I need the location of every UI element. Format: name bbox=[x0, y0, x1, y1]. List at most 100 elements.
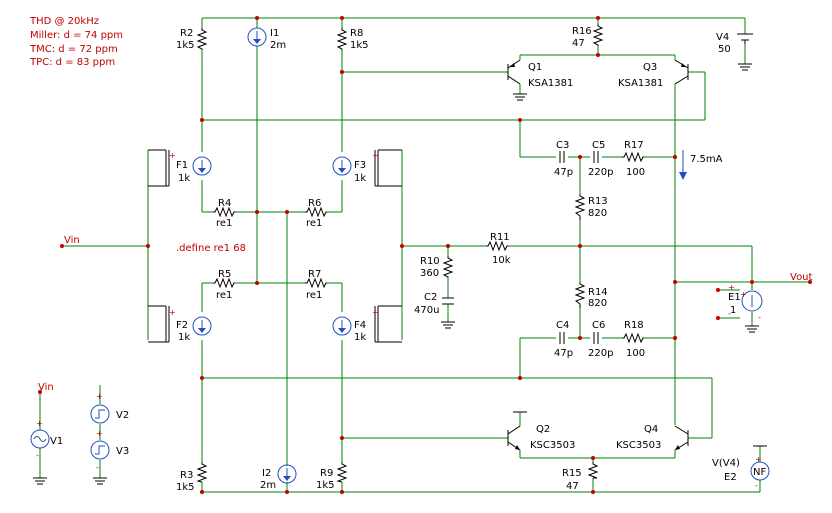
resistor-r8[interactable] bbox=[336, 28, 348, 50]
step-source-v3[interactable] bbox=[90, 440, 110, 485]
svg-text:+: + bbox=[96, 429, 103, 438]
capacitor-c5[interactable] bbox=[593, 151, 599, 163]
resistor-r7[interactable] bbox=[305, 277, 327, 289]
current-arrow bbox=[679, 150, 687, 180]
resistor-r15[interactable] bbox=[587, 462, 599, 479]
transistor-q4[interactable] bbox=[674, 425, 689, 451]
note-line-2: Miller: d = 74 ppm bbox=[30, 30, 123, 41]
svg-text:+: + bbox=[372, 308, 379, 317]
q1-ref: Q1 bbox=[528, 62, 542, 73]
net-label-vout: Vout bbox=[790, 272, 813, 283]
r10-ref: R10 bbox=[420, 256, 440, 267]
r13-value: 820 bbox=[588, 208, 607, 219]
r5-ref: R5 bbox=[218, 269, 231, 280]
c6-value: 220p bbox=[588, 348, 613, 359]
e1-ref: E1 bbox=[728, 292, 741, 303]
capacitor-c4[interactable] bbox=[559, 332, 565, 344]
c6-ref: C6 bbox=[592, 320, 605, 331]
q3-value: KSA1381 bbox=[618, 78, 663, 89]
c2-ref: C2 bbox=[424, 292, 437, 303]
note-line-1: THD @ 20kHz bbox=[29, 16, 99, 27]
r6-ref: R6 bbox=[308, 198, 321, 209]
r18-ref: R18 bbox=[624, 320, 644, 331]
svg-text:+: + bbox=[740, 290, 747, 299]
controlled-source-f2[interactable] bbox=[148, 305, 212, 343]
svg-text:-: - bbox=[755, 481, 758, 490]
note-line-3: TMC: d = 72 ppm bbox=[29, 44, 118, 55]
resistor-r5[interactable] bbox=[213, 277, 235, 289]
svg-text:+: + bbox=[96, 392, 103, 401]
wires bbox=[39, 17, 810, 493]
svg-text:NF: NF bbox=[753, 467, 766, 478]
r8-value: 1k5 bbox=[350, 40, 369, 51]
resistor-r18[interactable] bbox=[622, 332, 644, 344]
note-block: THD @ 20kHz Miller: d = 74 ppm TMC: d = … bbox=[29, 16, 123, 68]
transistor-q1[interactable] bbox=[507, 59, 527, 101]
ac-source-v1[interactable] bbox=[30, 429, 50, 485]
r7-ref: R7 bbox=[308, 269, 321, 280]
f1-ref: F1 bbox=[176, 160, 188, 171]
r2-ref: R2 bbox=[180, 28, 193, 39]
resistor-r9[interactable] bbox=[336, 462, 348, 483]
r11-ref: R11 bbox=[490, 232, 510, 243]
capacitor-c2[interactable] bbox=[442, 297, 454, 305]
e1-value: 1 bbox=[730, 305, 736, 316]
resistor-r13[interactable] bbox=[574, 194, 586, 220]
i2-ref: I2 bbox=[262, 468, 271, 479]
c4-value: 47p bbox=[554, 348, 573, 359]
controlled-source-f1[interactable] bbox=[148, 149, 212, 187]
svg-text:-: - bbox=[36, 451, 39, 460]
c2-value: 470u bbox=[414, 305, 439, 316]
r4-value: re1 bbox=[216, 218, 232, 229]
capacitor-c6[interactable] bbox=[593, 332, 599, 344]
nf-source-e2[interactable]: NF bbox=[750, 445, 770, 481]
e2-ref: E2 bbox=[724, 472, 737, 483]
controlled-source-f4[interactable] bbox=[332, 305, 402, 343]
r6-value: re1 bbox=[306, 218, 322, 229]
resistor-r3[interactable] bbox=[196, 462, 208, 483]
transistor-q2[interactable] bbox=[507, 411, 527, 451]
f2-ref: F2 bbox=[176, 320, 188, 331]
q1-value: KSA1381 bbox=[528, 78, 573, 89]
current-source-i1[interactable] bbox=[247, 27, 267, 47]
c5-ref: C5 bbox=[592, 140, 605, 151]
svg-text:-: - bbox=[96, 463, 99, 472]
r16-ref: R16 bbox=[572, 26, 592, 37]
resistor-r2[interactable] bbox=[196, 28, 208, 50]
r3-ref: R3 bbox=[180, 470, 193, 481]
r17-ref: R17 bbox=[624, 140, 644, 151]
resistor-r17[interactable] bbox=[622, 151, 644, 163]
current-source-i2[interactable] bbox=[277, 464, 297, 484]
svg-text:+: + bbox=[169, 308, 176, 317]
capacitor-c3[interactable] bbox=[559, 151, 565, 163]
step-source-v2[interactable] bbox=[90, 404, 110, 424]
resistor-r6[interactable] bbox=[305, 206, 327, 218]
r4-ref: R4 bbox=[218, 198, 231, 209]
q3-ref: Q3 bbox=[643, 62, 657, 73]
define-directive: .define re1 68 bbox=[176, 243, 246, 254]
r13-ref: R13 bbox=[588, 196, 608, 207]
r2-value: 1k5 bbox=[176, 40, 195, 51]
resistor-r10[interactable] bbox=[442, 256, 454, 278]
resistor-r11[interactable] bbox=[486, 240, 508, 252]
r9-value: 1k5 bbox=[316, 480, 335, 491]
resistor-r16[interactable] bbox=[592, 24, 604, 46]
r11-value: 10k bbox=[492, 255, 511, 266]
svg-text:+: + bbox=[755, 455, 762, 464]
r5-value: re1 bbox=[216, 290, 232, 301]
controlled-source-f3[interactable] bbox=[332, 149, 402, 187]
battery-v4[interactable] bbox=[737, 33, 753, 71]
resistor-r14[interactable] bbox=[574, 282, 586, 308]
transistor-q3[interactable] bbox=[674, 59, 689, 85]
r15-value: 47 bbox=[566, 481, 579, 492]
f4-value: 1k bbox=[354, 332, 366, 343]
vcvs-e1[interactable] bbox=[741, 290, 763, 333]
v4-value: 50 bbox=[718, 44, 731, 55]
junction-dots bbox=[146, 16, 754, 494]
v4-ref: V4 bbox=[716, 32, 729, 43]
ground-c2 bbox=[441, 321, 455, 329]
resistor-r4[interactable] bbox=[213, 206, 235, 218]
svg-text:+: + bbox=[169, 151, 176, 160]
c5-value: 220p bbox=[588, 167, 613, 178]
